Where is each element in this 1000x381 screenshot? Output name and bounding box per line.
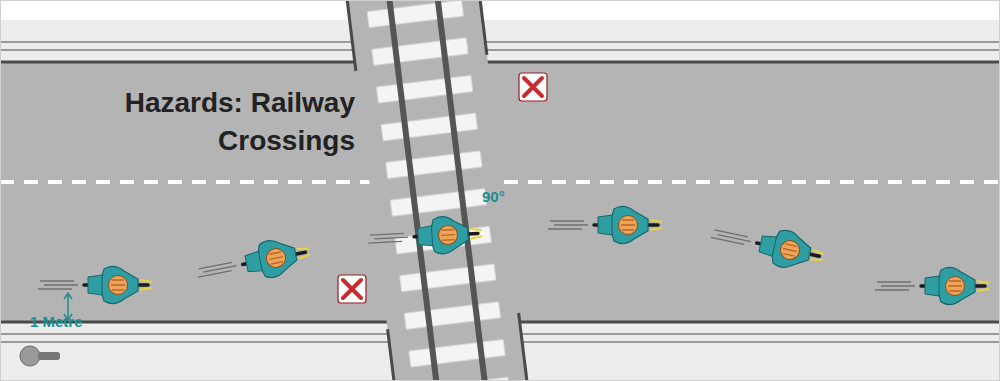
dimension-label: 1 Metre xyxy=(30,313,83,330)
diagram-title: Hazards: Railway Crossings xyxy=(15,84,355,160)
angle-label: 90° xyxy=(482,188,505,205)
